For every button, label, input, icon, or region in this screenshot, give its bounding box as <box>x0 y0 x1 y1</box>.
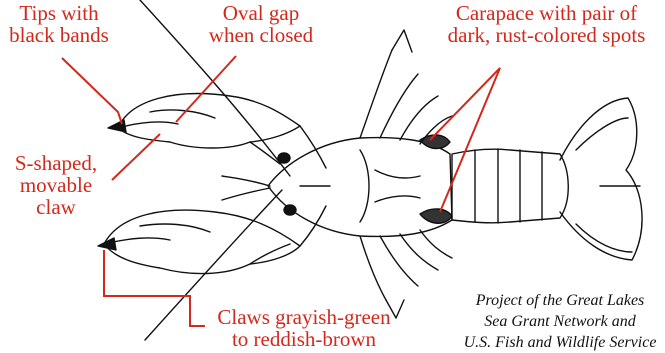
leader-s-claw <box>112 134 160 180</box>
label-claws-color-line2: to reddish-brown <box>200 328 408 350</box>
label-tips-line2: black bands <box>0 24 118 46</box>
label-carapace: Carapace with pair of dark, rust-colored… <box>428 2 665 46</box>
label-carapace-line2: dark, rust-colored spots <box>428 24 665 46</box>
label-oval-gap-line2: when closed <box>186 24 336 46</box>
credit-line2: Sea Grant Network and <box>430 311 665 332</box>
leader-oval-gap <box>176 56 236 122</box>
credit-line1: Project of the Great Lakes <box>430 290 665 311</box>
label-tips: Tips with black bands <box>0 2 118 46</box>
leader-carapace-1 <box>430 68 500 140</box>
label-s-claw-line3: claw <box>0 196 112 218</box>
label-oval-gap: Oval gap when closed <box>186 2 336 46</box>
upper-claw <box>118 94 300 148</box>
abdomen <box>452 149 568 223</box>
label-s-claw-line1: S-shaped, <box>0 152 112 174</box>
tail-fan <box>560 98 642 260</box>
label-s-claw: S-shaped, movable claw <box>0 152 112 218</box>
label-tips-line1: Tips with <box>0 2 118 24</box>
credit-block: Project of the Great Lakes Sea Grant Net… <box>430 290 665 353</box>
label-oval-gap-line1: Oval gap <box>186 2 336 24</box>
label-claws-color-line1: Claws grayish-green <box>200 306 408 328</box>
label-claws-color: Claws grayish-green to reddish-brown <box>200 306 408 350</box>
label-carapace-line1: Carapace with pair of <box>428 2 665 24</box>
credit-line3: U.S. Fish and Wildlife Service <box>430 332 665 353</box>
upper-claw-tip <box>108 120 126 132</box>
carapace-spot-lower <box>420 209 452 223</box>
leader-tips <box>62 58 122 124</box>
antennule <box>222 176 270 186</box>
bracket-claws <box>104 250 205 326</box>
lower-claw <box>104 210 300 273</box>
label-s-claw-line2: movable <box>0 174 112 196</box>
